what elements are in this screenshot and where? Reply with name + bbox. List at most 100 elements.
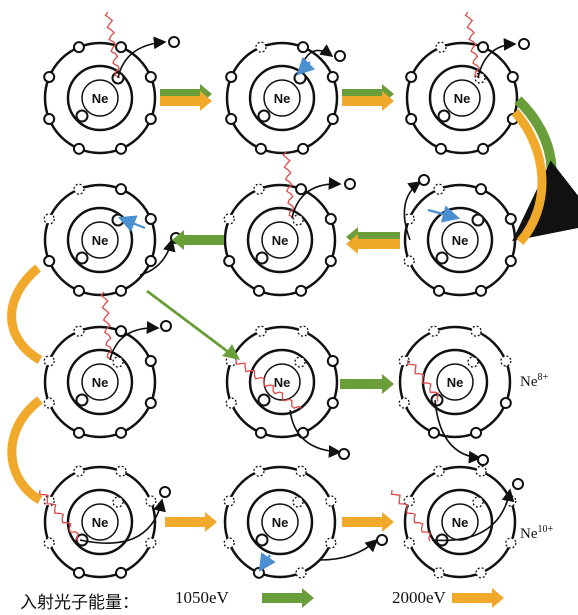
legend-prefix: 入射光子能量：	[20, 593, 139, 612]
electron-hole	[398, 397, 410, 409]
electron-hole	[225, 397, 237, 409]
electron	[432, 284, 445, 297]
nucleus	[81, 79, 119, 117]
inner-electron	[293, 71, 307, 85]
ion-label-ne10: Ne10+	[520, 524, 554, 542]
atom-a10: Ne	[43, 465, 157, 579]
nucleus-label: Ne	[452, 233, 469, 248]
relaxation-arrow	[258, 552, 276, 572]
electron	[405, 70, 418, 83]
photon-wave	[104, 11, 121, 79]
outer-shell	[43, 183, 157, 297]
electron-hole	[115, 465, 127, 477]
ejected-electron-path	[291, 177, 342, 219]
inner-electron-hole	[294, 356, 306, 368]
outer-shell	[223, 465, 337, 579]
inner-electron	[75, 251, 89, 265]
electron	[43, 70, 56, 83]
nucleus-label: Ne	[447, 375, 464, 390]
electron	[326, 70, 339, 83]
electron-hole	[403, 495, 415, 507]
electron-hole	[255, 41, 267, 53]
transition-arrow-orange	[346, 234, 400, 254]
electron	[475, 284, 488, 297]
inner-shell	[428, 64, 496, 132]
inner-electron	[75, 393, 89, 407]
inner-electron	[471, 213, 485, 227]
electron	[326, 113, 339, 126]
electron	[72, 142, 85, 155]
ejected-electron	[518, 38, 530, 50]
nucleus	[441, 503, 479, 541]
atom-a9: Ne	[398, 325, 512, 439]
ejected-electron	[160, 320, 172, 332]
atom-a4: Ne	[43, 183, 157, 297]
electron	[225, 113, 238, 126]
electron-hole	[223, 495, 235, 507]
electron-hole	[73, 465, 85, 477]
ejected-electron-path	[477, 37, 517, 79]
inner-shell	[248, 64, 316, 132]
electron	[254, 426, 267, 439]
electron	[405, 113, 418, 126]
nucleus	[81, 503, 119, 541]
electron	[252, 566, 265, 579]
electron	[115, 183, 128, 196]
nucleus-label: Ne	[274, 375, 291, 390]
transition-arrow-orange	[342, 91, 394, 111]
relaxation-arrow	[427, 205, 461, 223]
transition-arrow-green	[172, 230, 224, 250]
atom-a8: Ne	[225, 325, 339, 439]
nucleus	[436, 363, 474, 401]
ejected-electron-path	[79, 498, 166, 544]
ejected-electron	[477, 454, 489, 466]
outer-shell	[223, 183, 337, 297]
legend-energy-1050: 1050eV	[175, 588, 229, 607]
inner-electron	[111, 213, 125, 227]
transition-arrow-orange	[165, 512, 217, 532]
inner-electron	[437, 109, 451, 123]
photon-wave	[38, 489, 79, 542]
nucleus	[261, 221, 299, 259]
outer-shell	[403, 465, 517, 579]
inner-electron	[257, 393, 271, 407]
electron-hole	[475, 465, 487, 477]
electron-hole	[223, 537, 235, 549]
electron-hole	[253, 183, 265, 195]
electron	[144, 212, 157, 225]
inner-electron-hole	[474, 72, 486, 84]
nucleus-label: Ne	[452, 515, 469, 530]
auger-electron	[376, 534, 388, 546]
electron-hole	[73, 183, 85, 195]
electron-hole	[325, 495, 337, 507]
photon-wave	[100, 291, 113, 361]
electron	[225, 70, 238, 83]
electron	[72, 426, 85, 439]
electron	[506, 70, 519, 83]
electron	[115, 325, 128, 338]
electron-hole	[435, 41, 447, 53]
electron	[504, 255, 517, 268]
electron	[295, 284, 308, 297]
electron	[223, 255, 236, 268]
outer-shell	[398, 325, 512, 439]
electron	[144, 397, 157, 410]
electron	[72, 41, 85, 54]
inner-shell	[246, 206, 314, 274]
electron	[115, 142, 128, 155]
inner-shell	[66, 64, 134, 132]
electron-hole	[398, 355, 410, 367]
electron	[115, 426, 128, 439]
electron-hole	[433, 465, 445, 477]
atom-a1: Ne	[43, 41, 157, 155]
electron	[326, 354, 339, 367]
ejected-electron	[338, 448, 350, 460]
electron	[499, 397, 512, 410]
inner-electron-hole	[467, 356, 479, 368]
atom-a12: Ne	[403, 465, 517, 579]
transition-arrow-orange	[160, 91, 212, 111]
relaxation-arrow	[296, 56, 316, 76]
nucleus	[81, 363, 119, 401]
curved-arrow-orange	[511, 109, 547, 245]
photon-wave	[390, 489, 431, 542]
